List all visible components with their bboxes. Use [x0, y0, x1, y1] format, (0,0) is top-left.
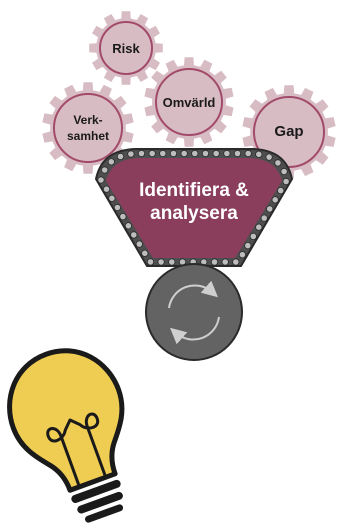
- chain-link: [238, 251, 246, 259]
- chain-link: [168, 258, 176, 266]
- funnel-label-line2: analysera: [150, 203, 238, 224]
- lightbulb-icon: [7, 348, 125, 523]
- chain-link: [260, 214, 268, 222]
- lightbulb-base-ring-2: [77, 491, 123, 514]
- chain-link: [255, 150, 263, 158]
- chain-link: [212, 149, 220, 158]
- chain-link: [233, 149, 242, 158]
- gear-hub: [155, 68, 223, 136]
- chain-link: [113, 203, 122, 212]
- chain-link: [223, 149, 231, 158]
- funnel-label-line1: Identifiera &: [139, 180, 249, 201]
- chain-link: [157, 258, 165, 266]
- chain-link: [280, 167, 288, 176]
- chain-link: [244, 242, 252, 250]
- lightbulb-glass: [7, 348, 125, 493]
- chain-link: [221, 258, 229, 266]
- chain-link: [201, 149, 210, 158]
- chain-link: [137, 149, 146, 158]
- lightbulb-base-ring-3: [85, 504, 124, 523]
- chain-link: [116, 152, 125, 161]
- funnel: Identifiera & analysera: [94, 148, 294, 267]
- chain-link: [119, 213, 127, 221]
- gear-hub: [99, 21, 153, 75]
- rotation-wheel: [145, 263, 243, 361]
- chain-link: [191, 149, 199, 158]
- gear-label-gap: Gap: [274, 123, 303, 140]
- gear-hub: [253, 96, 325, 168]
- chain-link: [107, 158, 115, 166]
- chain-link: [249, 232, 257, 240]
- chain-link: [101, 166, 109, 174]
- lightbulb-base-ring-1: [71, 479, 121, 503]
- chain-link: [265, 153, 273, 161]
- chain-link: [274, 159, 282, 167]
- chain-link: [282, 177, 290, 186]
- chain-link: [277, 187, 285, 195]
- gear-icon-risk: Risk: [89, 11, 163, 85]
- chain-icon: [97, 149, 290, 266]
- gear-label-risk: Risk: [112, 41, 140, 56]
- chain-link: [141, 249, 149, 257]
- chain-link: [255, 223, 263, 231]
- chain-link: [108, 194, 116, 202]
- chain-link: [130, 231, 138, 239]
- gear-label-verksamhet-line2: samhet: [67, 129, 109, 143]
- chain-link: [180, 149, 188, 158]
- lightbulb-filament: [46, 412, 108, 489]
- chain-link: [271, 196, 279, 204]
- chain-link: [127, 150, 135, 158]
- chain-link: [124, 222, 132, 230]
- chain-link: [266, 205, 274, 213]
- gear-label-verksamhet-line1: Verk-: [73, 113, 102, 127]
- chain-link: [97, 176, 105, 184]
- chain-link: [210, 258, 219, 266]
- funnel-body: [106, 158, 282, 258]
- chain-link: [169, 149, 178, 158]
- gear-icon-verksamhet: Verk- samhet: [42, 82, 134, 174]
- gear-icon-omvarld: Omvärld: [144, 57, 234, 147]
- gear-label-omvarld: Omvärld: [163, 95, 216, 110]
- chain-link: [102, 185, 111, 193]
- chain-link: [232, 258, 240, 266]
- gear-hub: [53, 93, 123, 163]
- gear-icon-gap: Gap: [242, 85, 336, 179]
- chain-link: [159, 149, 167, 158]
- chain-link: [146, 258, 155, 266]
- refresh-icon: [168, 280, 220, 345]
- chain-link: [135, 240, 143, 248]
- chain-link: [244, 149, 252, 158]
- chain-link: [148, 149, 156, 158]
